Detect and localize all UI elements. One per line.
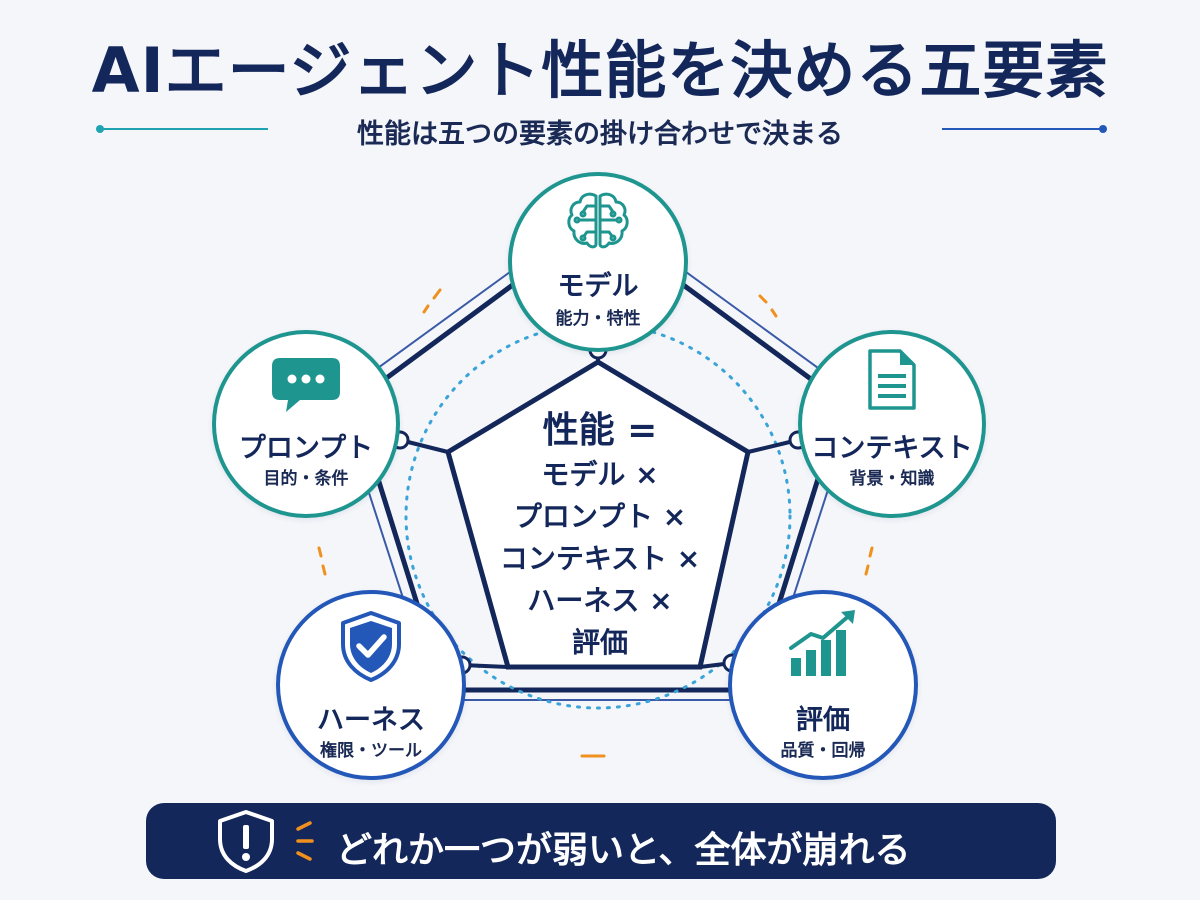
performance-formula: 性能 = モデル × プロンプト × コンテキスト × ハーネス × 評価 [470, 408, 730, 664]
subtitle-decoration-right [942, 125, 1107, 133]
element-evaluation: 評価 品質・回帰 [728, 590, 918, 780]
element-prompt-sub: 目的・条件 [263, 469, 349, 489]
inner-pentagon [445, 359, 751, 670]
formula-line-context: コンテキスト × [499, 542, 701, 575]
banner-text: どれか一つが弱いと、全体が崩れる [336, 830, 911, 871]
element-model: モデル 能力・特性 [508, 172, 688, 352]
formula-head: 性能 = [542, 410, 658, 451]
document-icon [868, 349, 916, 410]
element-context-label: コンテキスト [811, 433, 973, 464]
shield-check-icon [341, 611, 401, 682]
element-harness-sub: 権限・ツール [320, 741, 422, 761]
bar-chart-growth-icon [789, 610, 855, 676]
formula-line-harness: ハーネス × [527, 584, 673, 617]
element-evaluation-label: 評価 [796, 705, 850, 736]
chat-bubble-icon [272, 358, 340, 412]
element-context-sub: 背景・知識 [849, 469, 935, 489]
element-evaluation-sub: 品質・回帰 [780, 741, 866, 761]
page-subtitle: 性能は五つの要素の掛け合わせで決まる [357, 119, 843, 150]
subtitle-decoration-left [96, 125, 268, 133]
warning-shield-icon [218, 810, 274, 873]
element-prompt: プロンプト 目的・条件 [212, 330, 400, 518]
element-model-label: モデル [557, 271, 639, 302]
alert-rays-icon [296, 821, 314, 861]
dotted-ring [404, 322, 792, 710]
outer-pentagon-thin [336, 206, 860, 701]
formula-line-evaluation: 評価 [571, 626, 628, 659]
brain-icon [567, 192, 629, 249]
element-harness: ハーネス 権限・ツール [276, 590, 466, 780]
page-title: AIエージェント性能を決める五要素 [91, 34, 1109, 107]
formula-line-model: モデル × [541, 458, 659, 491]
formula-line-prompt: プロンプト × [513, 500, 687, 533]
orange-accents [317, 288, 874, 758]
warning-banner: どれか一つが弱いと、全体が崩れる [146, 803, 1056, 879]
element-harness-label: ハーネス [317, 705, 425, 736]
element-prompt-label: プロンプト [238, 433, 374, 464]
outer-pentagon [351, 218, 845, 693]
element-model-sub: 能力・特性 [555, 309, 641, 329]
element-context: コンテキスト 背景・知識 [798, 330, 986, 518]
